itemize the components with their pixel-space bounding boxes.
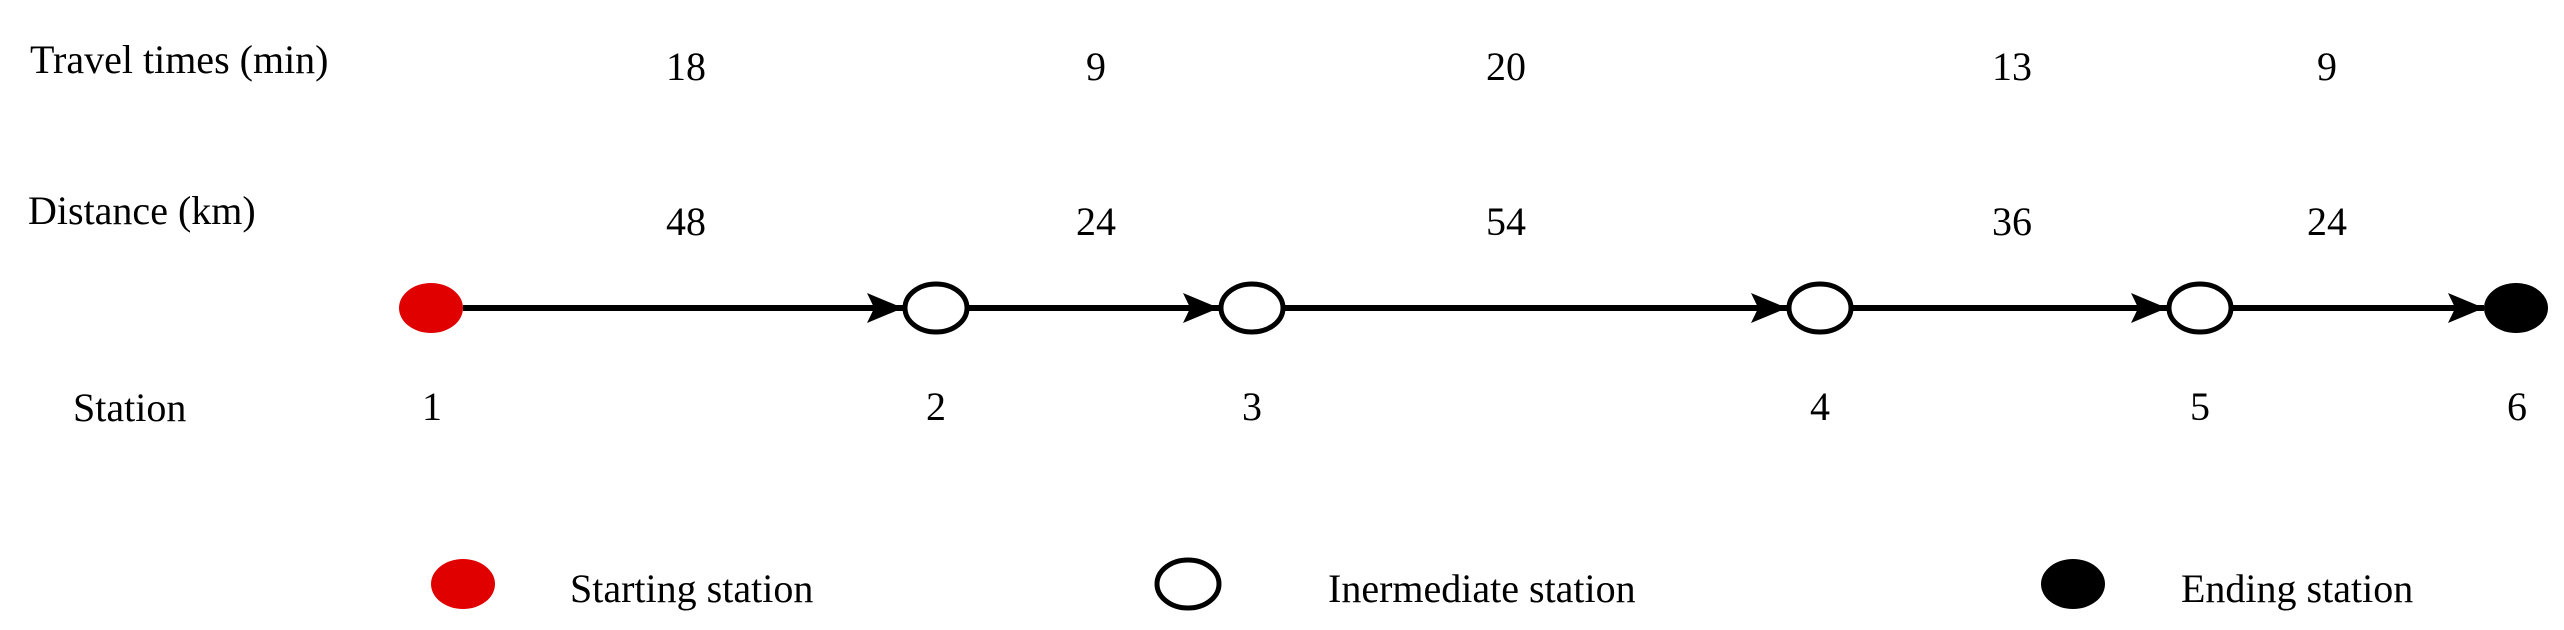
segment-travel-time: 18: [666, 44, 706, 89]
segment-distance: 24: [1076, 199, 1116, 244]
segment-travel-time: 20: [1486, 44, 1526, 89]
segment-travel-time: 9: [2317, 44, 2337, 89]
station-number: 5: [2190, 384, 2210, 429]
ending-station-node-icon: [2484, 283, 2548, 333]
segment-travel-time: 13: [1992, 44, 2032, 89]
intermediate-station-node-icon: [1786, 281, 1854, 335]
distance-row: 48 24 54 36 24: [666, 199, 2347, 244]
segment-distance: 36: [1992, 199, 2032, 244]
legend-label: Ending station: [2181, 566, 2413, 611]
segment-travel-time: 9: [1086, 44, 1106, 89]
legend-label: Starting station: [570, 566, 813, 611]
station-number: 1: [422, 384, 442, 429]
legend-label: Inermediate station: [1328, 566, 1636, 611]
travel-times-row-label: Travel times (min): [30, 37, 329, 82]
segment-distance: 24: [2307, 199, 2347, 244]
ending-station-legend-icon: [2041, 559, 2105, 609]
intermediate-station-node-icon: [902, 281, 970, 335]
station-number: 3: [1242, 384, 1262, 429]
starting-station-legend-icon: [431, 559, 495, 609]
intermediate-station-node-icon: [1218, 281, 1286, 335]
starting-station-node-icon: [399, 283, 463, 333]
station-number: 4: [1810, 384, 1830, 429]
station-nodes: [399, 281, 2548, 335]
intermediate-station-legend-icon: [1154, 557, 1222, 611]
segment-distance: 48: [666, 199, 706, 244]
travel-times-row: 18 9 20 13 9: [666, 44, 2337, 89]
station-number: 6: [2507, 384, 2527, 429]
intermediate-station-node-icon: [2166, 281, 2234, 335]
station-number: 2: [926, 384, 946, 429]
station-numbers: 1 2 3 4 5 6: [422, 384, 2527, 429]
segment-distance: 54: [1486, 199, 1526, 244]
distance-row-label: Distance (km): [28, 188, 256, 233]
legend-item-start: Starting station: [431, 559, 813, 611]
station-row-label: Station: [73, 385, 186, 430]
legend: Starting station Inermediate station End…: [431, 557, 2413, 611]
legend-item-intermediate: Inermediate station: [1154, 557, 1636, 611]
legend-item-end: Ending station: [2041, 559, 2413, 611]
